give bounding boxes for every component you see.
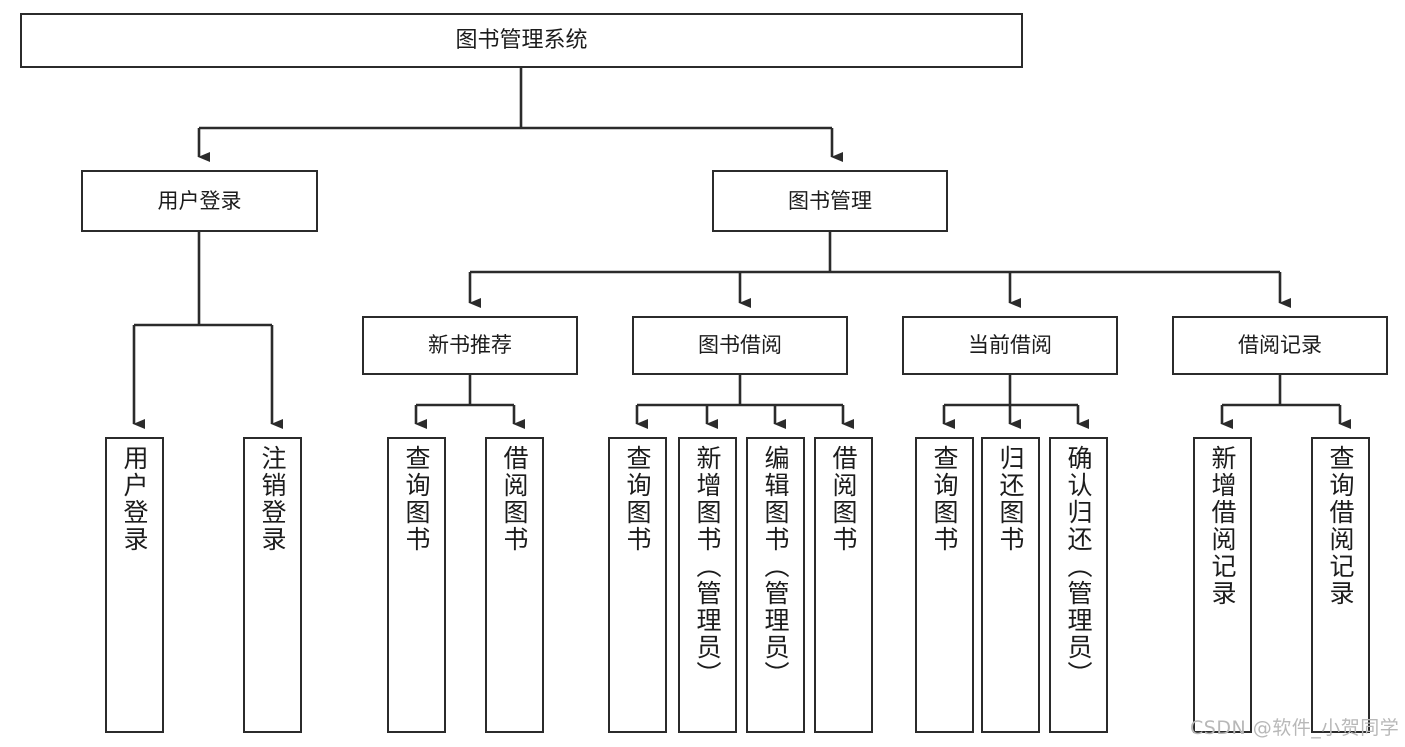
node-book-borrow[interactable]: 图书借阅 (632, 316, 848, 375)
node-label: 新增图书（管理员） (693, 445, 722, 688)
node-label: 确认归还（管理员） (1064, 445, 1093, 688)
node-label: 图书管理系统 (455, 27, 588, 53)
leaf-current-borrow-confirm-return-admin[interactable]: 确认归还（管理员） (1049, 437, 1108, 733)
node-label: 当前借阅 (968, 333, 1052, 358)
leaf-current-borrow-query-book[interactable]: 查询图书 (915, 437, 974, 733)
node-label: 图书管理 (788, 188, 872, 213)
node-label: 用户登录 (157, 188, 242, 213)
node-label: 新增借阅记录 (1208, 445, 1237, 607)
node-root-book-management-system[interactable]: 图书管理系统 (20, 13, 1023, 68)
node-label: 借阅记录 (1238, 333, 1322, 358)
node-label: 查询借阅记录 (1326, 445, 1355, 607)
node-user-login[interactable]: 用户登录 (81, 170, 318, 232)
leaf-user-login-login[interactable]: 用户登录 (105, 437, 164, 733)
node-current-borrow[interactable]: 当前借阅 (902, 316, 1118, 375)
csdn-watermark: CSDN @软件_小贺同学 (1190, 717, 1400, 739)
node-label: 借阅图书 (500, 445, 529, 553)
node-label: 用户登录 (120, 445, 149, 553)
node-borrow-record[interactable]: 借阅记录 (1172, 316, 1388, 375)
leaf-borrow-record-add-record[interactable]: 新增借阅记录 (1193, 437, 1252, 733)
node-label: 借阅图书 (829, 445, 858, 553)
leaf-user-login-logout[interactable]: 注销登录 (243, 437, 302, 733)
leaf-new-book-borrow-book[interactable]: 借阅图书 (485, 437, 544, 733)
node-label: 编辑图书（管理员） (761, 445, 790, 688)
node-label: 查询图书 (402, 445, 431, 553)
node-new-book-recommend[interactable]: 新书推荐 (362, 316, 578, 375)
leaf-new-book-query-book[interactable]: 查询图书 (387, 437, 446, 733)
node-label: 查询图书 (930, 445, 959, 553)
leaf-current-borrow-return-book[interactable]: 归还图书 (981, 437, 1040, 733)
leaf-borrow-record-query-record[interactable]: 查询借阅记录 (1311, 437, 1370, 733)
leaf-book-borrow-borrow-book[interactable]: 借阅图书 (814, 437, 873, 733)
node-label: 注销登录 (258, 445, 287, 553)
node-book-management[interactable]: 图书管理 (712, 170, 948, 232)
node-label: 图书借阅 (698, 333, 782, 358)
node-label: 查询图书 (623, 445, 652, 553)
leaf-book-borrow-query-book[interactable]: 查询图书 (608, 437, 667, 733)
leaf-book-borrow-add-book-admin[interactable]: 新增图书（管理员） (678, 437, 737, 733)
node-label: 归还图书 (996, 445, 1025, 553)
node-label: 新书推荐 (428, 333, 512, 358)
leaf-book-borrow-edit-book-admin[interactable]: 编辑图书（管理员） (746, 437, 805, 733)
